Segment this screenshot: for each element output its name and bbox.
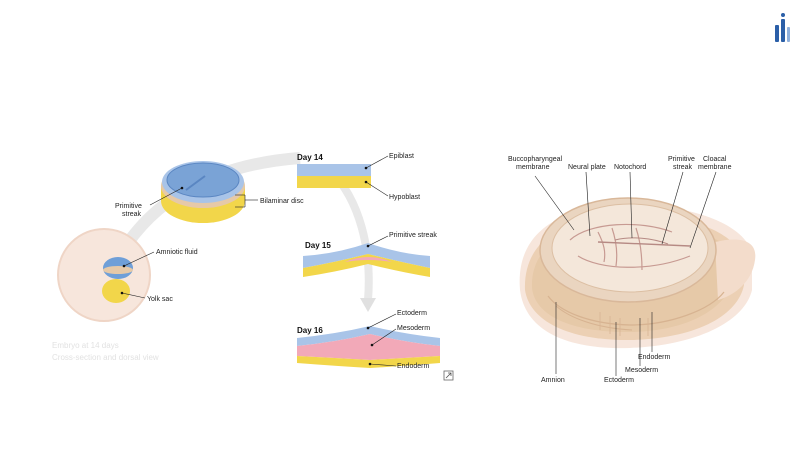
expand-icon[interactable]: [443, 370, 454, 381]
label-buccopharyngeal-line1: Buccopharyngeal: [508, 156, 563, 163]
label-primitive-streak-line1: Primitive: [115, 203, 142, 210]
label-buccopharyngeal-line2: membrane: [516, 164, 550, 171]
label-cloacal-line1: Cloacal: [703, 156, 727, 163]
label-primitive-streak-line2: streak: [122, 211, 142, 218]
label-endoderm-day16: Endoderm: [397, 363, 429, 370]
label-primitive-streak-right-line2: streak: [673, 164, 693, 171]
primitive-streak-groove: [185, 175, 206, 191]
label-primitive-streak-day15: Primitive streak: [389, 232, 437, 239]
label-primitive-streak-right-line1: Primitive: [668, 156, 695, 163]
label-mesoderm-right: Mesoderm: [625, 367, 658, 374]
label-notochord: Notochord: [614, 164, 646, 171]
bar-logo-icon: [775, 13, 790, 42]
bilaminar-disc-shape: [161, 161, 245, 223]
label-epiblast: Epiblast: [389, 153, 414, 160]
day14-slab: [297, 164, 371, 188]
label-ectoderm-right: Ectoderm: [604, 377, 634, 384]
faint-caption-line2: Cross-section and dorsal view: [52, 353, 159, 362]
label-neural-plate: Neural plate: [568, 164, 606, 171]
label-ectoderm-day16: Ectoderm: [397, 310, 427, 317]
label-endoderm-right: Endoderm: [638, 354, 670, 361]
label-hypoblast: Hypoblast: [389, 194, 420, 201]
label-amnion: Amnion: [541, 377, 565, 384]
faint-caption-line1: Embryo at 14 days: [52, 341, 119, 350]
yolk-sac-shape: [102, 279, 130, 303]
day16-slab: [297, 326, 440, 368]
day16-title: Day 16: [297, 326, 323, 335]
label-yolk-sac: Yolk sac: [147, 296, 173, 303]
day15-title: Day 15: [305, 241, 331, 250]
connector-arrow: [327, 167, 373, 301]
label-mesoderm-day16: Mesoderm: [397, 325, 430, 332]
day15-slab: [303, 243, 430, 277]
day14-title: Day 14: [297, 153, 323, 162]
trilaminar-disc-3d: [519, 197, 756, 349]
connector-arrowhead: [360, 298, 376, 312]
label-bilaminar-disc: Bilaminar disc: [260, 198, 304, 205]
label-amniotic-fluid: Amniotic fluid: [156, 249, 198, 256]
label-cloacal-line2: membrane: [698, 164, 732, 171]
